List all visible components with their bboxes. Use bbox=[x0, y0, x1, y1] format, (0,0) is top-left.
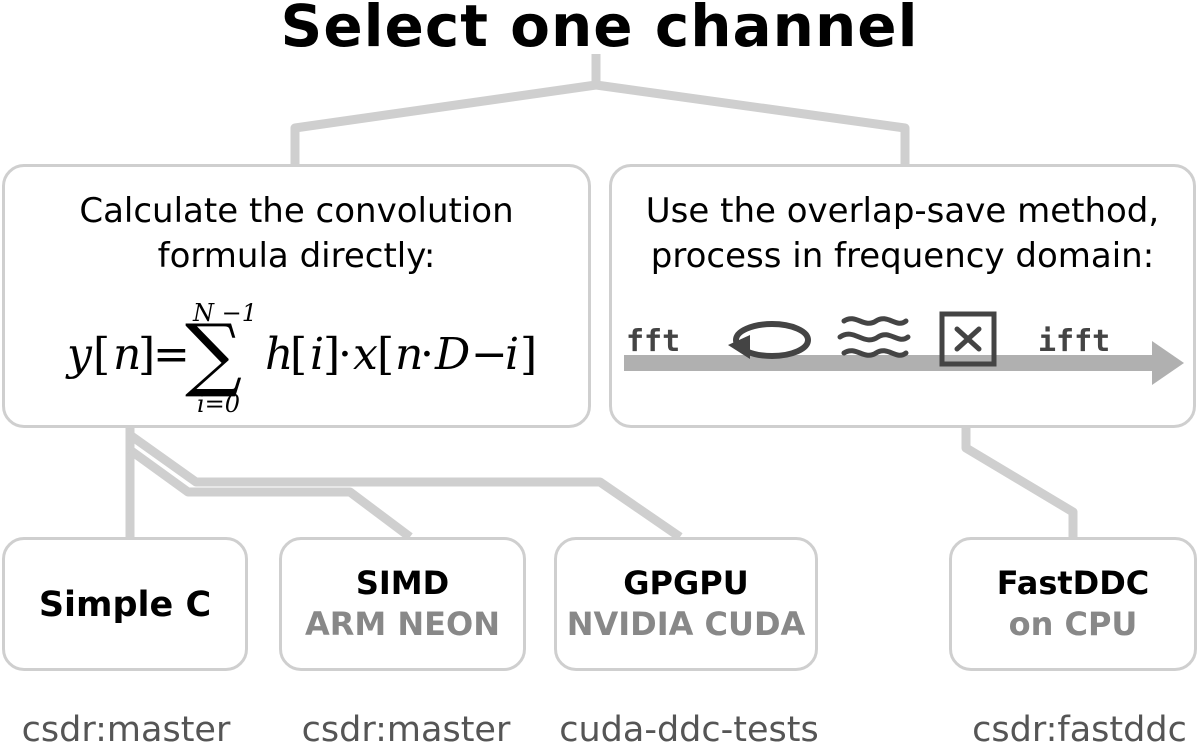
connector-gpgpu bbox=[127, 431, 683, 541]
convolution-formula: y [ n ] = ∑ N −1 i=0 h [ i ] · x [ n · D bbox=[5, 299, 594, 419]
formula-i2: i bbox=[505, 329, 519, 380]
pipeline-arrow bbox=[624, 341, 1184, 385]
formula-x: x bbox=[353, 329, 378, 380]
branch-label-simple-c: csdr:master bbox=[21, 710, 231, 750]
formula-h: h bbox=[265, 329, 293, 380]
formula-sum-sign: ∑ bbox=[185, 307, 242, 400]
connector-fastddc bbox=[961, 428, 1078, 537]
connector-top-split-right bbox=[595, 80, 910, 164]
convolution-formula-svg: y [ n ] = ∑ N −1 i=0 h [ i ] · x [ n · D bbox=[65, 299, 537, 418]
connector-simd bbox=[127, 446, 413, 541]
direct-convolution-box: Calculate the convolution formula direct… bbox=[2, 164, 591, 428]
fft-label: fft bbox=[626, 324, 680, 359]
branch-label-fastddc: csdr:fastddc bbox=[972, 710, 1187, 750]
overlap-save-box: Use the overlap-save method, process in … bbox=[609, 164, 1196, 428]
impl-name: GPGPU bbox=[623, 564, 749, 602]
impl-name: SIMD bbox=[355, 564, 450, 602]
formula-i: i bbox=[310, 329, 324, 380]
frequency-pipeline-svg: fft ifft bbox=[624, 311, 1184, 385]
impl-gpgpu: GPGPU NVIDIA CUDA bbox=[554, 537, 818, 671]
impl-name: FastDDC bbox=[996, 564, 1150, 602]
ifft-label: ifft bbox=[1038, 324, 1110, 359]
formula-bracket: ] bbox=[520, 329, 537, 380]
formula-n2: n bbox=[395, 329, 423, 380]
filter-icon bbox=[837, 316, 911, 358]
formula-equals: = bbox=[153, 329, 190, 380]
overlap-line-1: Use the overlap-save method, bbox=[645, 191, 1160, 231]
formula-dot: · bbox=[338, 329, 352, 380]
frequency-pipeline: fft ifft bbox=[612, 307, 1199, 397]
branch-label-gpgpu: cuda-ddc-tests bbox=[559, 710, 819, 750]
rotate-icon bbox=[733, 321, 811, 359]
formula-bracket: [ bbox=[93, 329, 110, 380]
formula-sum-lower: i=0 bbox=[197, 390, 240, 418]
formula-minus: − bbox=[471, 329, 508, 380]
rotate-arrowhead-icon bbox=[728, 335, 750, 359]
formula-bracket: ] bbox=[323, 329, 340, 380]
direct-convolution-description: Calculate the convolution formula direct… bbox=[5, 189, 588, 279]
overlap-line-2: process in frequency domain: bbox=[650, 236, 1155, 276]
direct-line-2: formula directly: bbox=[157, 236, 436, 276]
impl-simd: SIMD ARM NEON bbox=[279, 537, 526, 671]
formula-dot: · bbox=[420, 329, 434, 380]
overlap-save-description: Use the overlap-save method, process in … bbox=[612, 189, 1193, 279]
impl-fastddc: FastDDC on CPU bbox=[949, 537, 1197, 671]
impl-subtitle: on CPU bbox=[1008, 605, 1138, 643]
direct-line-1: Calculate the convolution bbox=[79, 191, 514, 231]
impl-subtitle: NVIDIA CUDA bbox=[566, 605, 806, 643]
formula-bracket: [ bbox=[377, 329, 394, 380]
connector-top-split bbox=[290, 54, 601, 164]
formula-bracket: [ bbox=[290, 329, 307, 380]
formula-bracket: ] bbox=[138, 329, 155, 380]
formula-n: n bbox=[113, 329, 141, 380]
formula-y: y bbox=[65, 329, 93, 380]
impl-subtitle: ARM NEON bbox=[304, 605, 500, 643]
multiply-icon bbox=[939, 311, 997, 367]
page-title: Select one channel bbox=[280, 0, 919, 60]
impl-simple-c: Simple C bbox=[2, 537, 248, 671]
branch-label-simd: csdr:master bbox=[301, 710, 511, 750]
formula-D: D bbox=[434, 329, 470, 380]
formula-sum-upper: N −1 bbox=[192, 299, 257, 327]
impl-name: Simple C bbox=[38, 585, 212, 625]
